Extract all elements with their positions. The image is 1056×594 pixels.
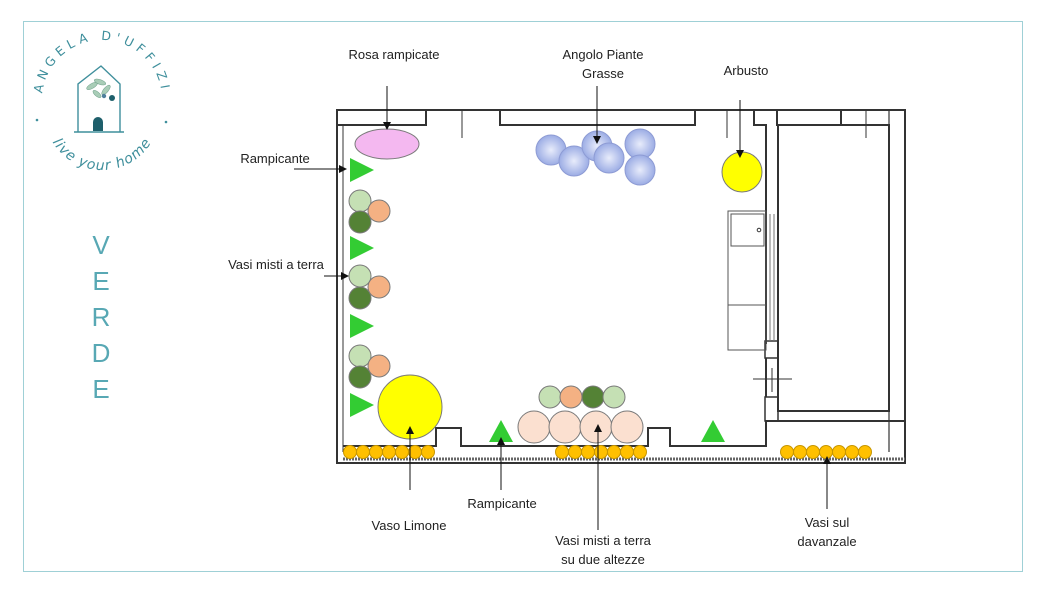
sill-pot bbox=[395, 445, 409, 459]
plants bbox=[343, 128, 872, 459]
olive-branch-icon bbox=[86, 78, 111, 99]
label-vasi-davanzale-1: Vasi sul bbox=[805, 515, 850, 530]
house-logo-icon bbox=[74, 65, 124, 133]
sill-pot bbox=[607, 445, 621, 459]
sill-pot bbox=[858, 445, 872, 459]
label-rampicante-bottom: Rampicante bbox=[467, 496, 536, 511]
label-rosa-rampicate: Rosa rampicate bbox=[348, 47, 439, 62]
sill-pot bbox=[620, 445, 634, 459]
top-sill-right bbox=[776, 109, 842, 126]
sill-pot bbox=[633, 445, 647, 459]
page-title-letter: E bbox=[92, 266, 109, 296]
rose-plant bbox=[354, 128, 420, 160]
label-vasi-davanzale-2: davanzale bbox=[797, 534, 856, 549]
brand-tagline: live your home bbox=[49, 135, 155, 174]
sill-pot bbox=[382, 445, 396, 459]
page-title-letter: R bbox=[92, 302, 111, 332]
bottom-climbers bbox=[489, 420, 725, 442]
sill-pot bbox=[832, 445, 846, 459]
callout-arrows bbox=[294, 86, 831, 530]
sill-pot bbox=[581, 445, 595, 459]
label-angolo-piante-2: Grasse bbox=[582, 66, 624, 81]
sill-pot bbox=[343, 445, 357, 459]
sill-pot bbox=[780, 445, 794, 459]
shrub-plant bbox=[721, 151, 763, 193]
brand-logo: ANGELA D'UFFIZI live your home bbox=[30, 28, 169, 174]
callout-labels: Rosa rampicate Angolo Piante Grasse Arbu… bbox=[228, 47, 857, 567]
sill-pot bbox=[819, 445, 833, 459]
sill-pot bbox=[793, 445, 807, 459]
sill-pot bbox=[594, 445, 608, 459]
label-vasi-misti-left: Vasi misti a terra bbox=[228, 257, 325, 272]
label-arbusto: Arbusto bbox=[724, 63, 769, 78]
left-climbers bbox=[350, 158, 374, 417]
page-title-letter: E bbox=[92, 374, 109, 404]
label-vasi-misti-bottom-2: su due altezze bbox=[561, 552, 645, 567]
sill-pot bbox=[421, 445, 435, 459]
building bbox=[777, 124, 890, 412]
sill-pot bbox=[356, 445, 370, 459]
page-title-letter: V bbox=[92, 230, 110, 260]
label-rampicante-left: Rampicante bbox=[240, 151, 309, 166]
slide-frame bbox=[23, 21, 1023, 572]
sill-pot bbox=[369, 445, 383, 459]
sill-pot bbox=[845, 445, 859, 459]
left-mixed-pots bbox=[348, 189, 391, 389]
sill-pot bbox=[806, 445, 820, 459]
label-vaso-limone: Vaso Limone bbox=[372, 518, 447, 533]
label-angolo-piante-1: Angolo Piante bbox=[563, 47, 644, 62]
label-vasi-misti-bottom-1: Vasi misti a terra bbox=[555, 533, 652, 548]
succulent-cluster bbox=[535, 128, 656, 186]
sill-pot bbox=[555, 445, 569, 459]
sill-pots bbox=[343, 445, 872, 459]
page-title-letter: D bbox=[92, 338, 111, 368]
sill-pot bbox=[568, 445, 582, 459]
bottom-mixed-pots bbox=[517, 385, 644, 444]
top-sill-left bbox=[336, 109, 427, 126]
